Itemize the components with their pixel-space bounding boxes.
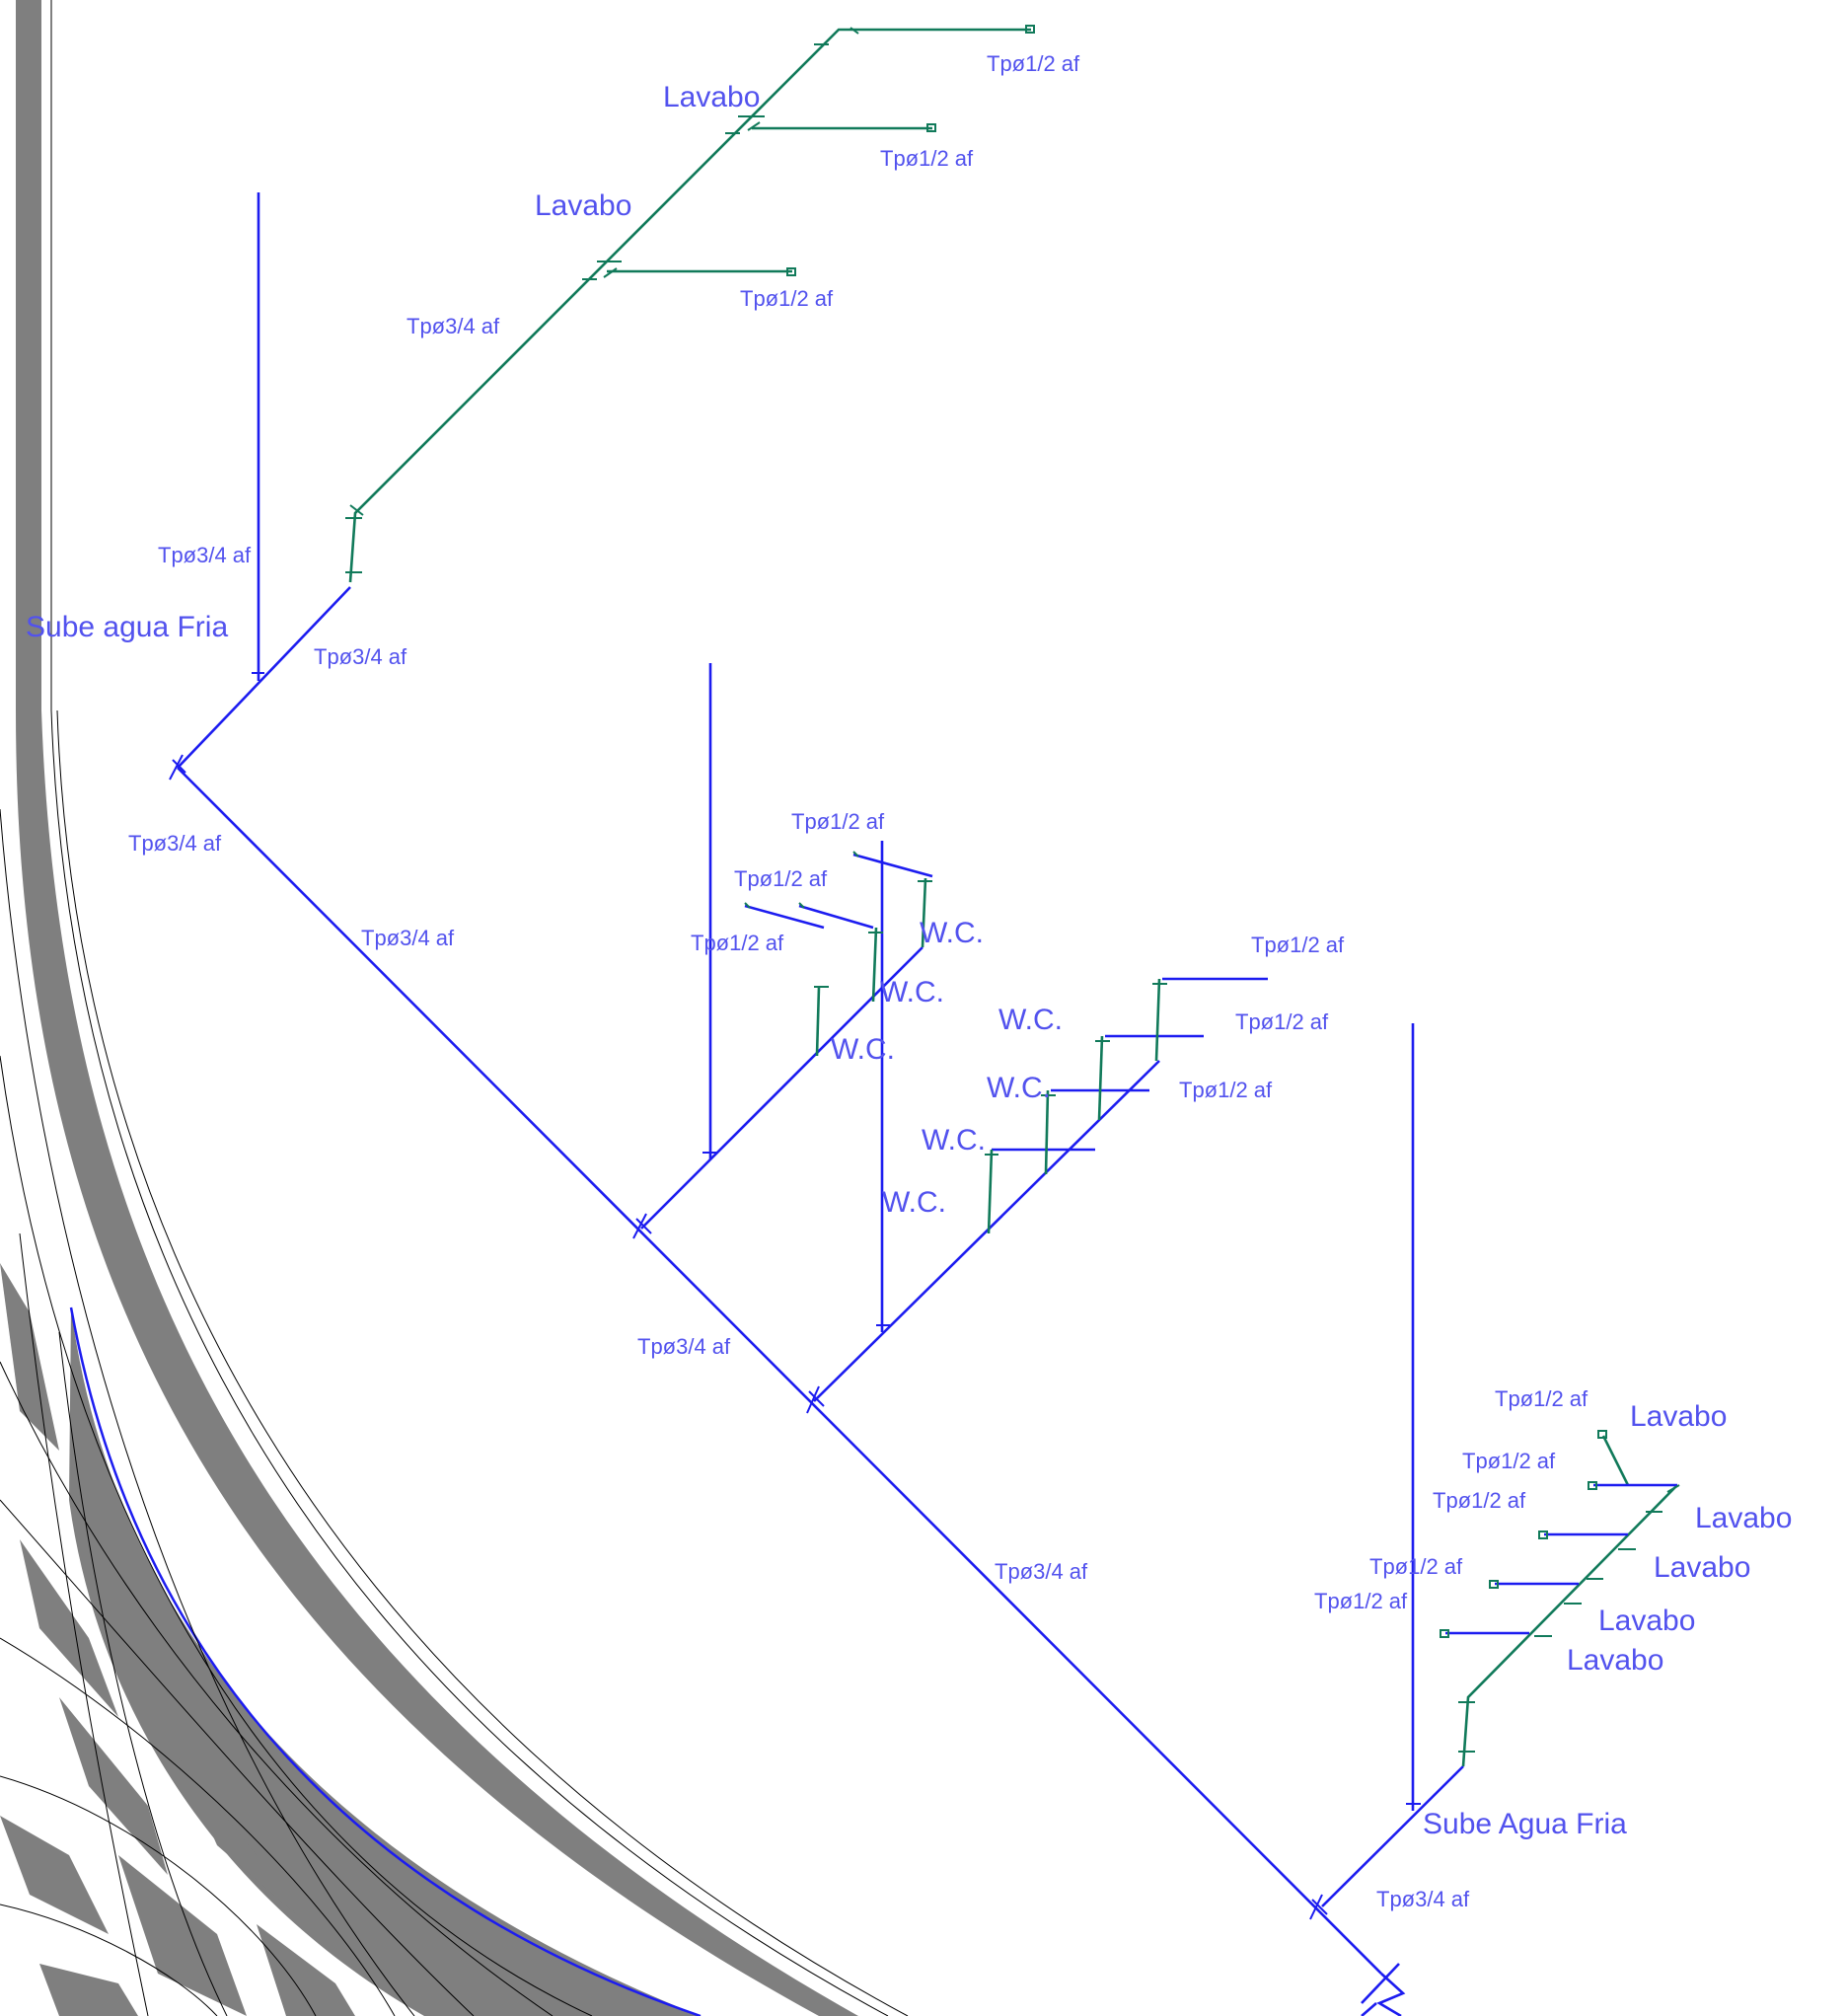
- labels: Tpø1/2 af Lavabo Tpø1/2 af Lavabo Tpø1/2…: [26, 51, 1792, 1911]
- label-wc-2: W.C.: [880, 976, 944, 1008]
- label-tp-2: Tpø1/2 af: [880, 146, 974, 171]
- main-diagonal: [177, 767, 1382, 1975]
- break-line: [1376, 1973, 1406, 2016]
- label-wc-1: W.C.: [920, 917, 984, 949]
- label-tp34-3: Tpø3/4 af: [128, 831, 222, 856]
- label-tp-3: Tpø1/2 af: [740, 286, 834, 311]
- label-br-lavabo-3: Lavabo: [1654, 1551, 1750, 1584]
- top-riser-pipe: [348, 28, 1031, 583]
- label-tp34-left: Tpø3/4 af: [158, 543, 252, 567]
- label-lavabo-1: Lavabo: [663, 81, 760, 113]
- label-mid-tp-1: Tpø1/2 af: [791, 809, 885, 834]
- label-sube-agua-fria: Sube agua Fria: [26, 611, 228, 643]
- label-wc-4: W.C.: [998, 1004, 1063, 1036]
- label-br-tp-1: Tpø1/2 af: [1495, 1386, 1588, 1411]
- label-wc-5: W.C.: [987, 1072, 1051, 1104]
- label-br-tp-5: Tpø1/2 af: [1314, 1589, 1408, 1613]
- label-wc-7: W.C.: [882, 1186, 946, 1219]
- label-mid-tp-3: Tpø1/2 af: [691, 931, 784, 955]
- label-right-tp-1: Tpø1/2 af: [1251, 933, 1345, 957]
- label-tp34-2: Tpø3/4 af: [314, 644, 407, 669]
- label-wc-3: W.C.: [831, 1033, 895, 1066]
- label-br-tp-3: Tpø1/2 af: [1433, 1488, 1526, 1513]
- label-sube-agua-fria-2: Sube Agua Fria: [1423, 1808, 1627, 1840]
- main-pipes: [169, 192, 1464, 2016]
- label-br-lavabo-5: Lavabo: [1567, 1644, 1663, 1677]
- label-right-tp-3: Tpø1/2 af: [1179, 1078, 1273, 1102]
- bottom-lavabo-branch: [1440, 1430, 1680, 1767]
- main-pipe-upper: [177, 586, 351, 769]
- decorative-border: [0, 0, 909, 2016]
- label-br-lavabo-2: Lavabo: [1695, 1502, 1792, 1534]
- label-br-tp-4: Tpø1/2 af: [1369, 1554, 1463, 1579]
- top-lavabo-branch: [345, 25, 1035, 583]
- label-mid-tp34: Tpø3/4 af: [637, 1334, 731, 1359]
- label-tp-1: Tpø1/2 af: [987, 51, 1080, 76]
- label-wc-6: W.C.: [922, 1124, 986, 1157]
- label-low-tp34: Tpø3/4 af: [995, 1559, 1088, 1584]
- label-tp34-1: Tpø3/4 af: [406, 314, 500, 338]
- label-tp34-diag: Tpø3/4 af: [361, 926, 455, 950]
- label-right-tp-2: Tpø1/2 af: [1235, 1009, 1329, 1034]
- label-lavabo-2: Lavabo: [535, 189, 631, 222]
- wc-branches: [744, 851, 1167, 1234]
- label-br-tp-2: Tpø1/2 af: [1462, 1449, 1556, 1473]
- label-bottom-tp34: Tpø3/4 af: [1376, 1887, 1470, 1911]
- bottom-branch: [1321, 1765, 1464, 1907]
- wc-branch-2: [813, 1060, 1160, 1402]
- label-br-lavabo-4: Lavabo: [1598, 1605, 1695, 1637]
- wc-branch-1: [640, 946, 924, 1230]
- label-br-lavabo-1: Lavabo: [1630, 1400, 1727, 1433]
- label-mid-tp-2: Tpø1/2 af: [734, 866, 828, 891]
